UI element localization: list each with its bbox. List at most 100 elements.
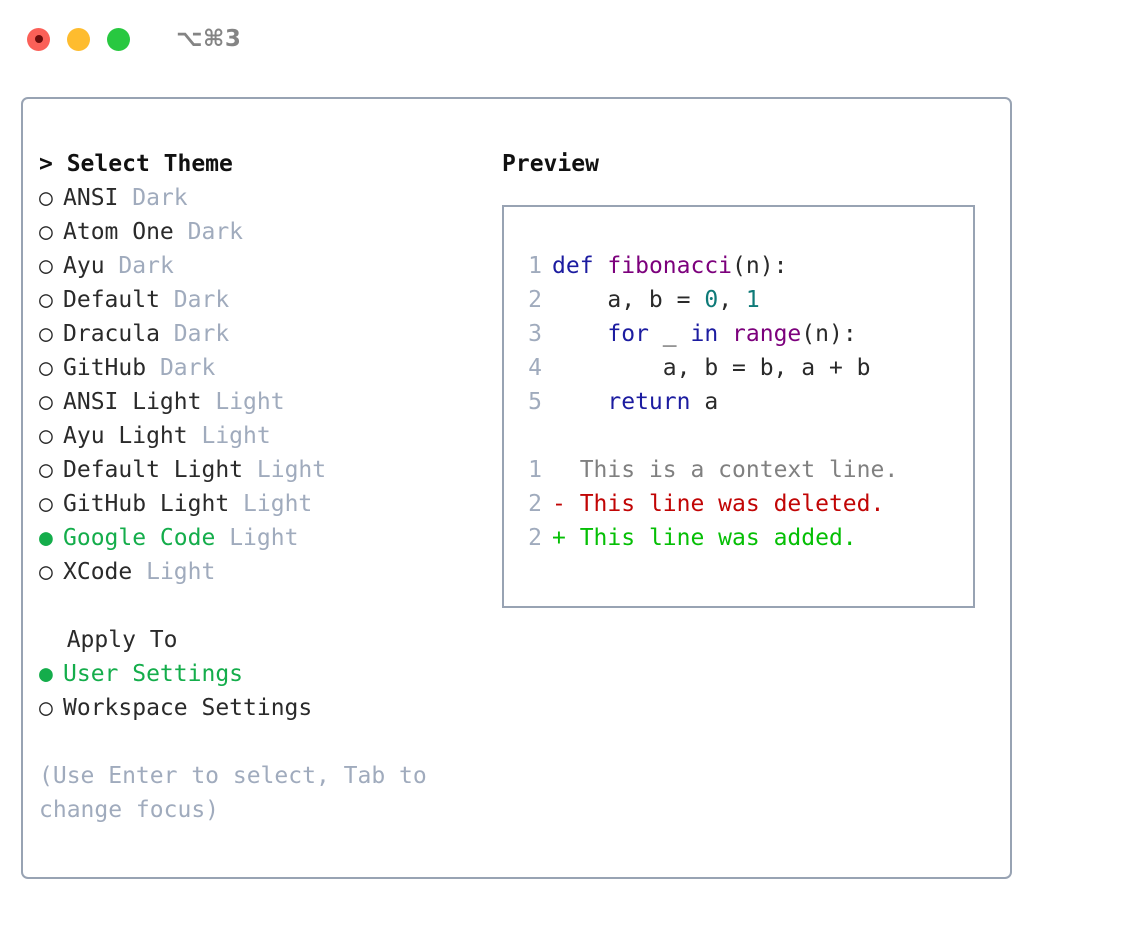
code-token: range bbox=[732, 321, 802, 347]
code-line: 2 a, b = 0, 1 bbox=[520, 283, 898, 317]
line-number: 1 bbox=[528, 457, 542, 483]
minimize-button-icon[interactable] bbox=[67, 27, 90, 51]
theme-option[interactable]: ○XCode Light bbox=[39, 555, 499, 589]
code-token bbox=[718, 321, 732, 347]
radio-unselected-icon: ○ bbox=[39, 457, 53, 483]
line-number: 1 bbox=[528, 253, 542, 279]
theme-option[interactable]: ○Dracula Dark bbox=[39, 317, 499, 351]
line-number: 5 bbox=[528, 389, 542, 415]
radio-unselected-icon: ○ bbox=[39, 559, 53, 585]
diff-text: This line was added. bbox=[579, 525, 857, 551]
select-theme-heading-label: Select Theme bbox=[66, 151, 233, 177]
diff-marker: - bbox=[552, 491, 580, 517]
theme-variant-badge: Dark bbox=[118, 253, 174, 279]
theme-option[interactable]: ○GitHub Light Light bbox=[39, 487, 499, 521]
theme-option[interactable]: ○Ayu Dark bbox=[39, 249, 499, 283]
code-token: in bbox=[690, 321, 719, 347]
theme-option-label: Dracula bbox=[63, 321, 160, 347]
theme-option[interactable]: ○ Default Dark bbox=[39, 283, 499, 317]
theme-option[interactable]: ○ ANSI Light Light bbox=[39, 385, 499, 419]
theme-option[interactable]: ○GitHub Dark bbox=[39, 351, 499, 385]
code-line: 5 return a bbox=[520, 385, 898, 419]
diff-line: 2- This line was deleted. bbox=[520, 487, 898, 521]
theme-option[interactable]: ● Google Code Light bbox=[39, 521, 499, 555]
theme-option[interactable]: ○Atom One Dark bbox=[39, 215, 499, 249]
diff-text: This is a context line. bbox=[579, 457, 899, 483]
line-number: 2 bbox=[528, 287, 542, 313]
theme-option-label: GitHub Light bbox=[63, 491, 230, 517]
code-token: (n): bbox=[732, 253, 788, 279]
close-button-icon[interactable] bbox=[27, 27, 50, 51]
theme-option[interactable]: ○ Ayu Light Light bbox=[39, 419, 499, 453]
theme-variant-badge: Dark bbox=[159, 355, 216, 381]
diff-text: This line was deleted. bbox=[579, 491, 885, 517]
line-number: 3 bbox=[528, 321, 542, 347]
code-token: a, b = b, a + b bbox=[552, 355, 871, 381]
preview-column: Preview 1 def fibonacci(n): 2 a, b = 0, 1 3… bbox=[502, 147, 992, 608]
theme-variant-badge: Light bbox=[229, 525, 299, 551]
code-token: 0 bbox=[704, 287, 719, 313]
theme-picker-panel: > Select Theme ○ANSI Dark○Atom One Dark○… bbox=[21, 97, 1012, 879]
radio-unselected-icon: ○ bbox=[39, 287, 53, 313]
code-token: _ bbox=[648, 321, 691, 347]
radio-selected-icon: ● bbox=[39, 525, 53, 551]
radio-unselected-icon: ○ bbox=[39, 321, 53, 347]
code-token bbox=[594, 253, 608, 279]
theme-option-label: Atom One bbox=[63, 219, 174, 245]
theme-variant-badge: Light bbox=[146, 559, 216, 585]
code-token bbox=[552, 321, 607, 347]
apply-to-option-label: Workspace Settings bbox=[63, 695, 313, 721]
keyboard-hint-text: (Use Enter to select, Tab to change focu… bbox=[39, 763, 427, 823]
diff-marker bbox=[552, 457, 580, 483]
theme-variant-badge: Light bbox=[243, 491, 313, 517]
code-token: 1 bbox=[745, 287, 760, 313]
theme-option[interactable]: ○ ANSI Dark bbox=[39, 181, 499, 215]
preview-heading: Preview bbox=[502, 151, 599, 177]
theme-selection-column: > Select Theme ○ANSI Dark○Atom One Dark○… bbox=[39, 147, 499, 827]
theme-option-list[interactable]: ○ANSI Dark○Atom One Dark○Ayu Dark○Defaul… bbox=[39, 181, 499, 589]
radio-unselected-icon: ○ bbox=[39, 423, 53, 449]
theme-variant-badge: Dark bbox=[132, 185, 188, 211]
theme-option-label: ANSI Light bbox=[63, 389, 202, 415]
apply-to-option[interactable]: ○ Workspace Settings bbox=[39, 691, 499, 725]
line-number: 4 bbox=[528, 355, 542, 381]
diff-marker: + bbox=[552, 525, 580, 551]
code-token: a bbox=[690, 389, 719, 415]
theme-variant-badge: Light bbox=[256, 457, 327, 483]
theme-option-label: Google Code bbox=[63, 525, 216, 551]
code-token: return bbox=[607, 389, 691, 415]
diff-line: 2+ This line was added. bbox=[520, 521, 898, 555]
theme-variant-badge: Light bbox=[201, 423, 271, 449]
theme-option-label: Default bbox=[63, 287, 160, 313]
radio-unselected-icon: ○ bbox=[39, 185, 53, 211]
theme-variant-badge: Dark bbox=[187, 219, 244, 245]
radio-unselected-icon: ○ bbox=[39, 355, 53, 381]
theme-option-label: Ayu Light bbox=[63, 423, 188, 449]
apply-to-option[interactable]: ● User Settings bbox=[39, 657, 499, 691]
code-line: 4 a, b = b, a + b bbox=[520, 351, 898, 385]
maximize-button-icon[interactable] bbox=[107, 27, 130, 51]
panel-columns: > Select Theme ○ANSI Dark○Atom One Dark○… bbox=[23, 99, 1010, 877]
theme-option-label: ANSI bbox=[63, 185, 119, 211]
code-token: fibonacci bbox=[607, 253, 733, 279]
radio-selected-icon: ● bbox=[39, 661, 53, 687]
theme-variant-badge: Dark bbox=[173, 287, 230, 313]
theme-option-label: Default Light bbox=[63, 457, 244, 483]
apply-to-option-list[interactable]: ● User Settings ○ Workspace Settings bbox=[39, 657, 499, 725]
keyboard-shortcut-label: ⌥⌘3 bbox=[176, 26, 242, 52]
radio-unselected-icon: ○ bbox=[39, 389, 53, 415]
radio-unselected-icon: ○ bbox=[39, 695, 53, 721]
prompt-caret-icon: > bbox=[39, 151, 67, 177]
theme-option[interactable]: ○ Default Light Light bbox=[39, 453, 499, 487]
window-controls bbox=[27, 27, 130, 51]
select-theme-heading: > Select Theme bbox=[39, 147, 499, 181]
apply-to-heading: Apply To bbox=[39, 627, 178, 653]
title-bar: ⌥⌘3 bbox=[0, 0, 1140, 78]
theme-variant-badge: Light bbox=[215, 389, 285, 415]
code-token: def bbox=[552, 253, 594, 279]
code-line: 1 def fibonacci(n): bbox=[520, 249, 898, 283]
theme-option-label: Ayu bbox=[63, 253, 105, 279]
apply-to-option-label: User Settings bbox=[63, 661, 244, 687]
